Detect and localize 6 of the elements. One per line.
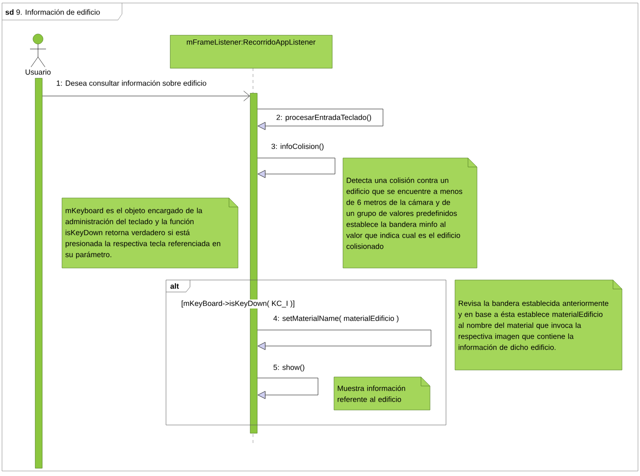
message-arrow xyxy=(42,90,250,102)
message-arrow xyxy=(257,158,336,178)
activation-bar xyxy=(35,78,42,468)
message-arrow xyxy=(257,108,384,130)
message-arrow xyxy=(257,330,432,350)
message-arrow xyxy=(257,378,318,399)
